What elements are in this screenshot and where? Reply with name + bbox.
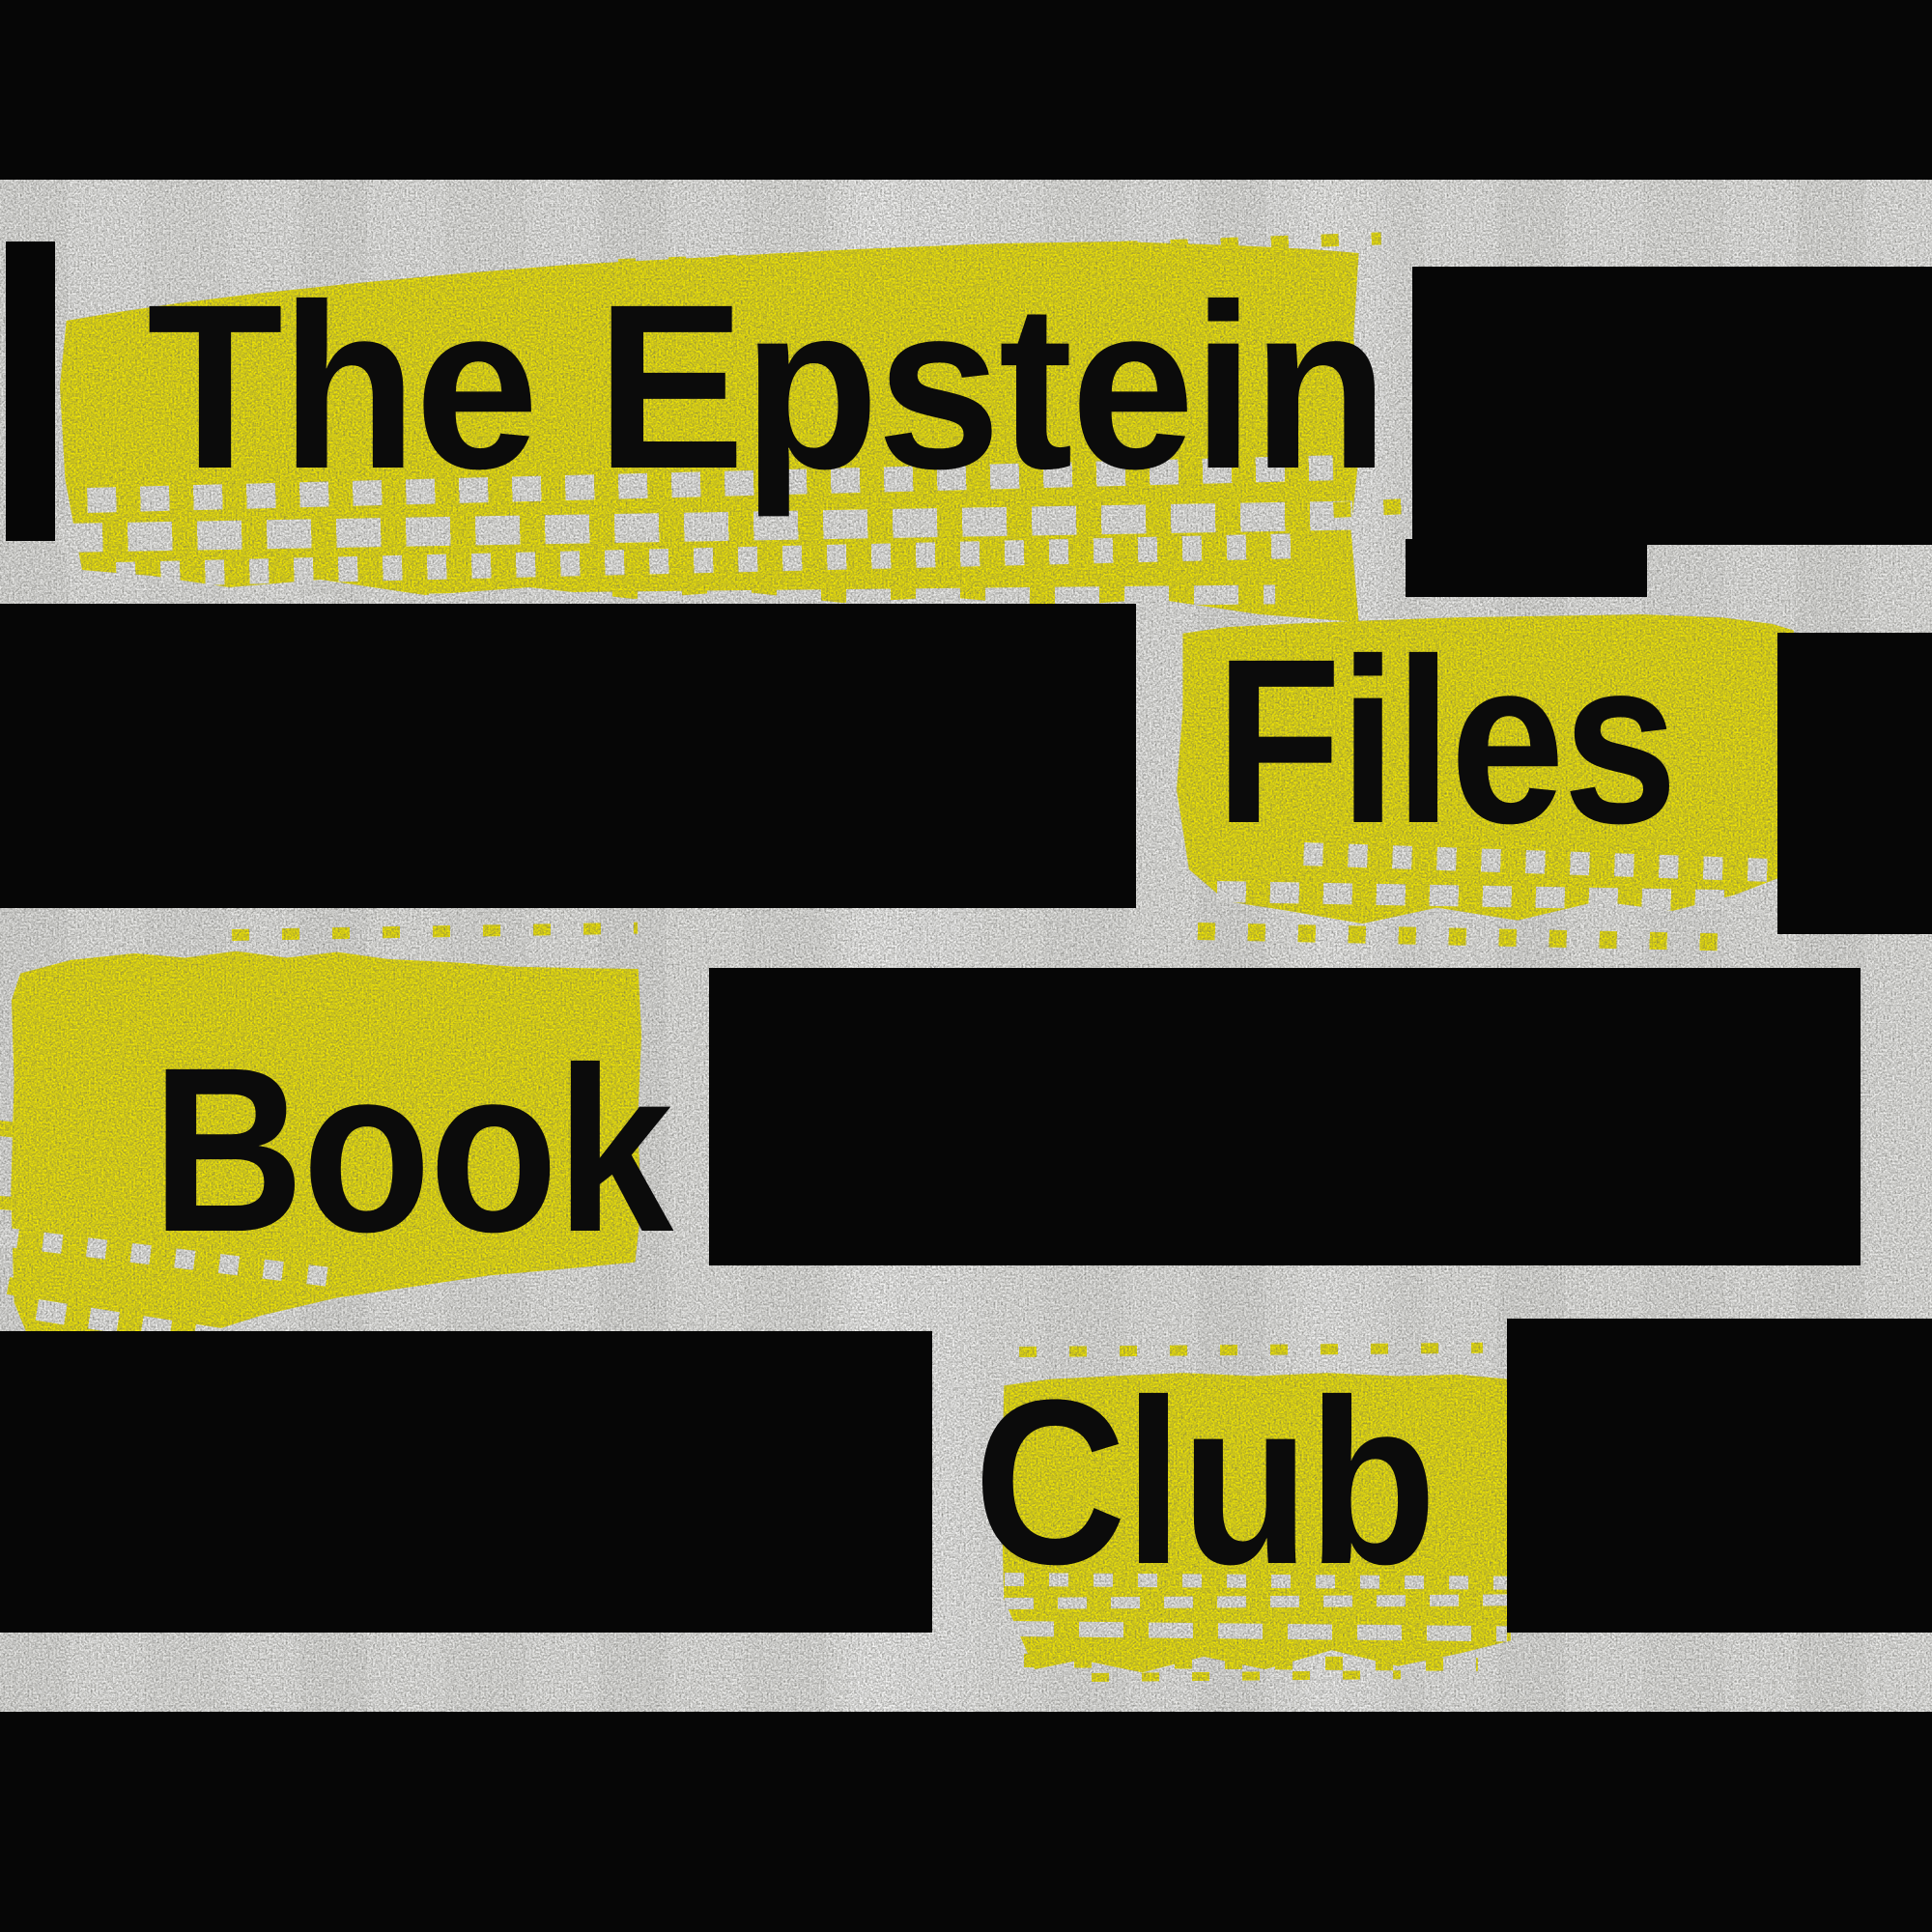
redaction-bar-bottom: [0, 1712, 1932, 1932]
title-line-the-epstein: The Epstein: [147, 256, 1388, 518]
redaction-tab-files-right: [1777, 633, 1932, 934]
title-line-club: Club: [974, 1351, 1436, 1613]
title-line-files: Files: [1215, 611, 1678, 872]
title-line-book: Book: [152, 1019, 673, 1281]
redaction-bar-top: [0, 0, 1932, 180]
redaction-bar-book-right: [709, 968, 1861, 1265]
redaction-bar-club-left: [0, 1331, 932, 1633]
redaction-bar-epstein-right: [1412, 267, 1932, 545]
redaction-tab-epstein-left: [6, 242, 55, 541]
redaction-bar-epstein-right-notch: [1406, 539, 1647, 597]
redaction-bar-club-right: [1507, 1319, 1932, 1633]
redaction-bar-files-left: [0, 604, 1136, 908]
